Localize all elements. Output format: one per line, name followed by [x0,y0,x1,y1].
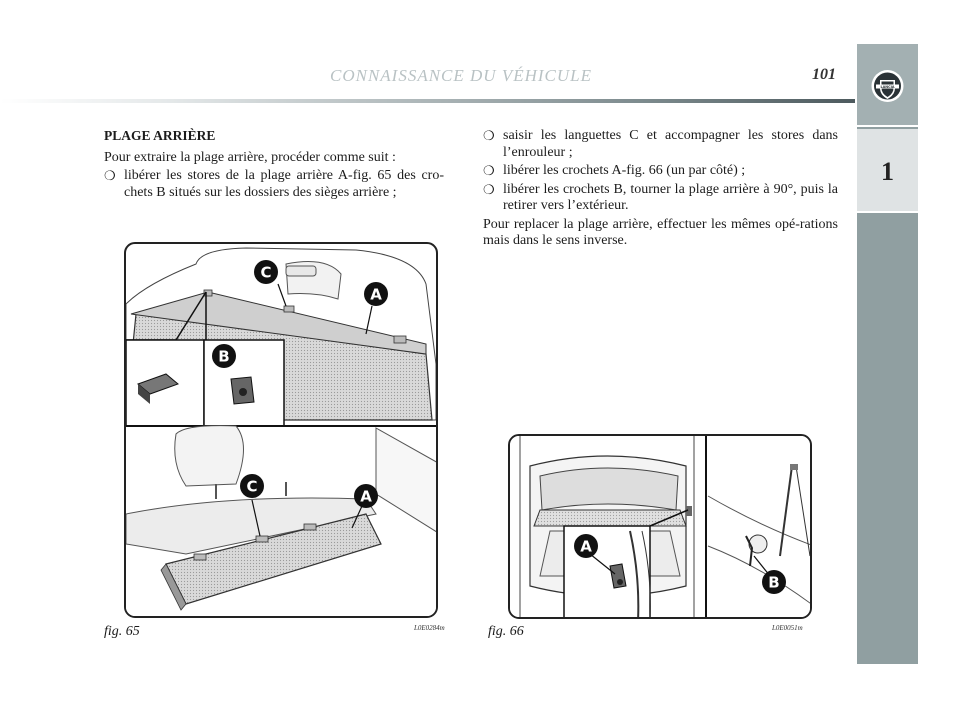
callout-b-inset: B [212,344,236,368]
left-column: PLAGE ARRIÈRE Pour extraire la plage arr… [104,128,444,203]
callout-c-lower: C [240,474,264,498]
callout-c-upper: C [254,260,278,284]
bullet-circle-icon: ❍ [483,128,495,143]
callout-a: A [574,534,598,558]
list-item: ❍ saisir les languettes C et accompagner… [483,128,838,161]
svg-text:A: A [370,286,382,304]
chapter-side-tab: LANCIA 1 [857,44,918,664]
bullet-circle-icon: ❍ [483,163,495,178]
callout-b: B [762,570,786,594]
figure-66-label: fig. 66 [488,624,524,639]
figure-66-illustration: A B [508,434,812,619]
figure-66-drawing: A B [510,436,810,617]
svg-text:A: A [360,488,372,506]
intro-paragraph: Pour extraire la plage arrière, procéder… [104,149,396,165]
lancia-shield-icon: LANCIA [871,70,904,102]
list-item: ❍ libérer les crochets B, tourner la pla… [483,182,838,215]
figure-65-illustration: C A B C A [124,242,438,618]
svg-text:C: C [260,264,271,282]
list-item-text: libérer les stores de la plage arrière A… [124,168,444,200]
right-column: ❍ saisir les languettes C et accompagner… [483,128,838,252]
logo-wordmark: LANCIA [881,85,895,89]
bullet-circle-icon: ❍ [104,168,116,183]
list-item-text: saisir les languettes C et accompagner l… [503,128,838,160]
svg-text:B: B [768,574,779,592]
list-item-text: libérer les crochets A-fig. 66 (un par c… [503,163,746,178]
list-item: ❍ libérer les stores de la plage arrière… [104,168,444,201]
header-rule [0,99,855,103]
list-item: ❍ libérer les crochets A-fig. 66 (un par… [483,163,838,180]
callout-a-lower: A [354,484,378,508]
chapter-box[interactable]: 1 [857,129,918,213]
chapter-number: 1 [881,157,894,186]
page-number: 101 [812,66,836,83]
section-heading: PLAGE ARRIÈRE [104,128,216,143]
list-item-text: libérer les crochets B, tourner la plage… [503,181,838,214]
closing-paragraph: Pour replacer la plage arrière, effectue… [483,216,838,249]
figure-65-drawing: C A B C A [126,247,436,616]
figure-66-code: L0E0051m [772,624,803,632]
callout-a-upper: A [364,282,388,306]
figure-65-code: L0E0284m [414,624,445,632]
bullet-circle-icon: ❍ [483,181,495,197]
running-header-title: CONNAISSANCE DU VÉHICULE [330,66,592,85]
svg-text:B: B [218,348,229,366]
svg-text:C: C [246,478,257,496]
logo-box: LANCIA [857,44,918,127]
figure-65-label: fig. 65 [104,624,140,639]
svg-text:A: A [580,538,592,556]
